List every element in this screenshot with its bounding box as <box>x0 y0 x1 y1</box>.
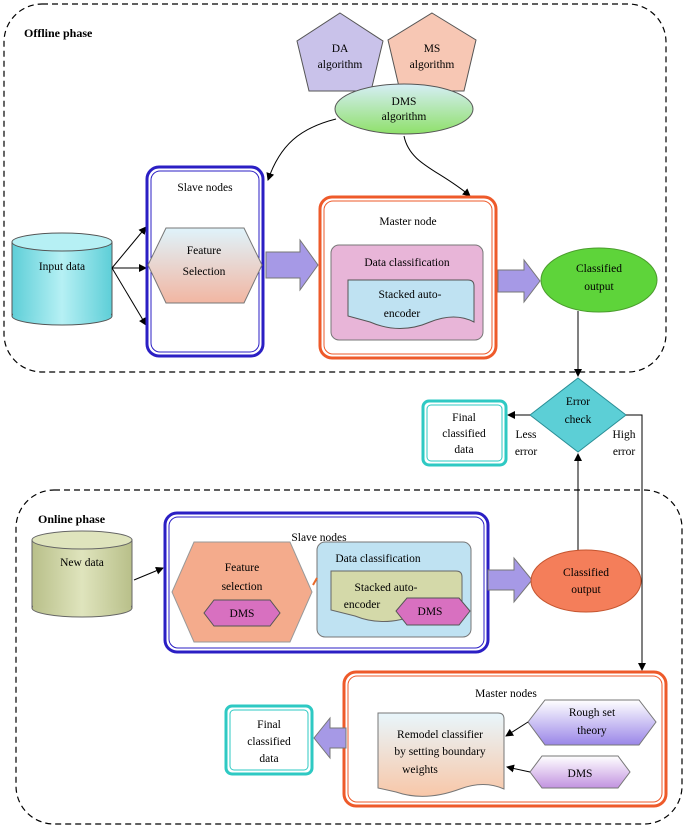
offline-feature-selection-hexagon <box>147 227 263 304</box>
high-error-label-2: error <box>613 446 636 458</box>
less-error-label-2: error <box>515 446 538 458</box>
online-stacked-autoencoder-label-2: encoder <box>344 599 381 611</box>
online-feature-dms-label: DMS <box>230 608 255 620</box>
offline-data-classification-label: Data classification <box>364 257 450 269</box>
online-slave-nodes-label: Slave nodes <box>291 532 347 544</box>
offline-classified-output-ellipse <box>540 247 658 313</box>
offline-classified-output-label-1: Classified <box>576 263 622 275</box>
online-data-classification-label: Data classification <box>335 553 421 565</box>
high-error-label-1: High <box>613 429 636 441</box>
offline-classified-output-label-2: output <box>584 281 614 293</box>
online-classified-output-ellipse <box>530 549 642 613</box>
final-classified-data-2-label-3: data <box>259 753 278 765</box>
offline-master-node-label: Master node <box>379 216 436 228</box>
online-master-nodes-label: Master nodes <box>475 688 537 700</box>
da-algorithm-shape <box>296 12 384 92</box>
offline-phase-container <box>3 3 667 373</box>
offline-slave-nodes-label: Slave nodes <box>177 182 233 194</box>
dms-algorithm-label-1: DMS <box>392 96 417 108</box>
master-to-final-block-arrow <box>313 716 347 760</box>
final-classified-data-2-label-2: classified <box>247 736 291 748</box>
online-classified-output-label-1: Classified <box>563 567 609 579</box>
ms-algorithm-label-2: algorithm <box>410 59 455 71</box>
rough-set-theory-label-2: theory <box>577 725 607 737</box>
remodel-classifier-label-3: weights <box>402 764 438 776</box>
online-classified-output-label-2: output <box>571 584 601 596</box>
offline-feature-selection-label-2: Selection <box>183 266 226 278</box>
input-to-slave-arrow-bottom <box>111 267 147 326</box>
new-data-to-slave-arrow <box>133 566 164 581</box>
ms-algorithm-label-1: MS <box>424 43 441 55</box>
error-check-diamond <box>529 377 627 453</box>
final-classified-data-box-1 <box>421 399 508 467</box>
dms-to-slave-arrow <box>266 118 337 181</box>
less-error-label-1: Less <box>515 429 537 441</box>
master-dms-label: DMS <box>568 768 593 780</box>
final-classified-data-1-label-3: data <box>454 444 473 456</box>
online-classifier-dms-label: DMS <box>418 606 443 618</box>
dms-to-remodel-arrow <box>506 764 531 773</box>
offline-feature-selection-label-1: Feature <box>187 245 221 257</box>
error-check-label-2: check <box>565 414 592 426</box>
master-to-output-block-arrow <box>497 258 541 304</box>
rough-set-to-remodel-arrow <box>505 721 529 737</box>
new-data-cylinder <box>31 530 133 618</box>
online-phase-container <box>15 489 683 825</box>
dms-to-master-arrow <box>403 135 471 197</box>
high-error-arrow <box>626 414 646 671</box>
final-classified-data-2-label-1: Final <box>257 719 281 731</box>
offline-phase-label: Offline phase <box>24 26 93 40</box>
remodel-classifier-shape <box>377 712 505 797</box>
input-to-slave-arrow-top <box>111 226 147 269</box>
final-classified-data-1-label-2: classified <box>442 428 486 440</box>
dms-algorithm-label-2: algorithm <box>382 111 427 123</box>
online-stacked-autoencoder-label-1: Stacked auto- <box>355 582 418 594</box>
online-classifier-dms-hexagon <box>395 597 471 626</box>
online-feature-selection-label-1: Feature <box>225 562 259 574</box>
online-slave-to-output-block-arrow <box>487 556 533 604</box>
online-phase-label: Online phase <box>38 512 106 526</box>
slave-to-master-block-arrow <box>265 238 319 292</box>
rough-set-theory-label-1: Rough set <box>569 707 616 719</box>
dms-algorithm-ellipse <box>334 83 474 135</box>
input-data-cylinder <box>11 232 113 326</box>
final-classified-data-1-label-1: Final <box>452 412 476 424</box>
new-data-label: New data <box>60 557 104 569</box>
offline-stacked-autoencoder-label-1: Stacked auto- <box>379 289 442 301</box>
da-algorithm-label-2: algorithm <box>318 59 363 71</box>
online-feature-dms-hexagon <box>203 599 281 627</box>
error-check-label-1: Error <box>566 396 590 408</box>
da-algorithm-label-1: DA <box>332 43 349 55</box>
remodel-classifier-label-1: Remodel classifier <box>397 729 483 741</box>
offline-stacked-autoencoder-label-2: encoder <box>384 308 421 320</box>
offline-stacked-autoencoder-shape <box>347 279 475 329</box>
input-data-label: Input data <box>39 261 85 273</box>
remodel-classifier-label-2: by setting boundary <box>394 746 486 758</box>
online-feature-selection-label-2: selection <box>222 581 263 593</box>
final-classified-data-box-2 <box>224 704 314 776</box>
